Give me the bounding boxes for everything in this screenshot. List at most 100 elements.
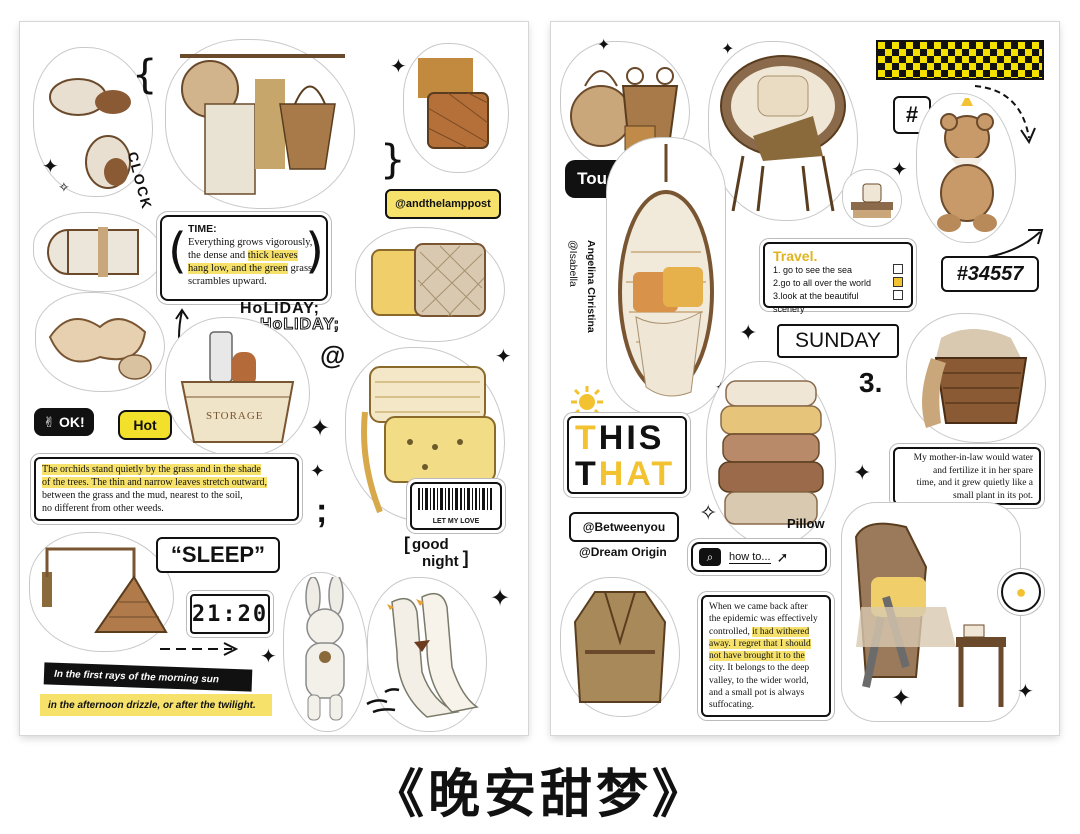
barcode-label: LET MY LOVE — [432, 518, 480, 525]
search-bar[interactable]: ⌕ how to... ➚ — [691, 542, 827, 572]
close-brace: } — [380, 137, 406, 183]
epidemic-line: When we came back after — [709, 602, 808, 612]
sparkle-icon: ✦ — [1017, 681, 1034, 703]
travel-list-card: Travel. 1. go to see the sea 2.go to all… — [763, 242, 913, 314]
author-handle: @Isabella — [565, 240, 581, 320]
eye-mask-illustration — [48, 318, 152, 380]
epidemic-line: away. I regret that I should — [709, 638, 823, 650]
orchid-highlight: of the trees. The thin and narrow leaves… — [42, 477, 268, 488]
laundry-basket-sticker — [911, 318, 1041, 438]
product-title: 《晚安甜梦》 — [371, 765, 708, 825]
geese-sticker — [372, 582, 482, 727]
ok-badge: ✌OK! — [34, 408, 94, 436]
storage-basket-sticker: STORAGE — [170, 322, 305, 452]
number-three: 3. — [859, 367, 883, 398]
this-that-sticker: THIS THAT — [567, 416, 687, 494]
travel-item-text: 1. go to see the sea — [773, 265, 853, 275]
travel-item: 3.look at the beautiful scenery — [773, 290, 903, 316]
afternoon-ribbon: in the afternoon drizzle, or after the t… — [40, 694, 272, 716]
wall-lamp-illustration — [42, 547, 168, 633]
holiday-text-1: HoLIDAY; — [240, 300, 320, 317]
sparkle-icon: ✦ — [260, 646, 277, 668]
sparkle-icon: ✦ — [853, 460, 872, 485]
ok-label: OK! — [59, 414, 85, 430]
sparkle-icon: ✧ — [58, 179, 70, 195]
mother-in-law-card: My mother-in-law would water and fertili… — [893, 447, 1041, 505]
travel-item-text: 2.go to all over the world — [773, 278, 872, 288]
time-card-bracket-right: ) — [305, 223, 324, 279]
sparkle-icon: ✦ — [390, 56, 407, 78]
that-text: THAT — [575, 456, 679, 492]
sparkle-icon: ✦ — [310, 415, 331, 442]
this-text: THIS — [575, 420, 679, 456]
hanging-chair-illustration — [618, 144, 714, 397]
checkbox-icon[interactable] — [893, 264, 903, 274]
dashed-arrow-icon — [160, 642, 239, 656]
sparkle-icon: ✦ — [891, 685, 912, 712]
time-card-highlight: thick leaves — [247, 250, 298, 261]
checkbox-icon[interactable] — [893, 290, 903, 300]
robe-illustration — [573, 591, 667, 703]
checkbox-checked-icon[interactable] — [893, 277, 903, 287]
thumbs-up-icon: ✌ — [43, 413, 56, 430]
author-handle-text: @Isabella — [567, 240, 579, 287]
epidemic-line: and a small pot is always — [709, 688, 805, 699]
papasan-chair-sticker — [713, 46, 853, 216]
sparkle-icon: ✦ — [490, 585, 511, 612]
cursor-icon: ➚ — [776, 548, 789, 565]
time-card-line: Everything grows vigorously, — [188, 237, 313, 248]
time-text-card: ( ) TIME: Everything grows vigorously, t… — [160, 215, 328, 301]
eye-mask-sticker — [40, 297, 160, 387]
author-name: Angelina Christina — [583, 240, 599, 370]
mil-line: small plant in its pot. — [953, 490, 1033, 501]
hanging-chair-sticker — [611, 142, 721, 412]
clothes-rack-sticker — [170, 44, 350, 204]
time-card-highlight: hang low, and the green — [188, 263, 288, 274]
digital-clock-display: 21:20 — [190, 594, 270, 634]
clothes-rack-illustration — [180, 54, 345, 195]
good-night-sticker: [ good night ] — [404, 535, 469, 570]
towel-roll-illustration — [47, 227, 139, 277]
teddy-bear-illustration — [937, 94, 997, 232]
epidemic-line: suffocating. — [709, 700, 754, 711]
towel-roll-sticker — [38, 217, 158, 287]
handle-tag: @andthelamppost — [385, 189, 501, 219]
pillow-tower-illustration — [718, 380, 824, 525]
pillows-illustration — [371, 243, 486, 317]
travel-item-text: 3.look at the beautiful scenery — [773, 291, 859, 314]
pillows-sticker — [360, 232, 500, 337]
time-card-title: TIME: — [188, 223, 217, 235]
sparkle-icon: ✦ — [721, 41, 735, 58]
doodle-lines-icon — [366, 688, 400, 714]
wall-lamp-sticker — [34, 537, 169, 647]
chat-icon: ● — [1015, 581, 1027, 602]
epidemic-text-card: When we came back after the epidemic was… — [701, 595, 831, 717]
armchair-sticker — [846, 507, 1016, 717]
sparkle-icon: ✦ — [42, 156, 59, 178]
time-card-text: the dense and — [188, 250, 248, 261]
robe-sticker — [565, 582, 675, 712]
time-card-line: scrambles upward. — [188, 276, 267, 287]
epidemic-highlight: it had withered — [752, 626, 810, 637]
search-input[interactable]: how to... — [729, 550, 771, 564]
sparkle-icon: ✧ — [699, 500, 718, 525]
storage-label: STORAGE — [206, 410, 264, 422]
laundry-basket-illustration — [922, 329, 1028, 428]
epidemic-highlight: not have brought it to the — [709, 651, 805, 662]
cup-books-sticker — [847, 174, 897, 222]
travel-item: 1. go to see the sea — [773, 264, 903, 277]
dashed-curve-arrow-icon — [974, 85, 1036, 145]
epidemic-line: not have brought it to the — [709, 650, 823, 662]
bracket-right: ] — [462, 548, 469, 568]
epidemic-line: controlled, it had withered — [709, 626, 823, 638]
mil-line: and fertilize it in her spare — [933, 465, 1033, 476]
epidemic-highlight: away. I regret that I should — [709, 638, 811, 649]
hot-badge: Hot — [118, 410, 172, 440]
straw-bags-sticker — [565, 46, 685, 166]
between-you-handle: @Betweenyou — [569, 512, 679, 542]
mil-line: My mother-in-law would water — [913, 453, 1033, 463]
barcode-sticker: LET MY LOVE — [410, 482, 502, 530]
cup-books-illustration — [851, 183, 893, 218]
sparkle-icon: ✦ — [739, 320, 758, 345]
sparkle-icon: ✦ — [715, 379, 727, 395]
